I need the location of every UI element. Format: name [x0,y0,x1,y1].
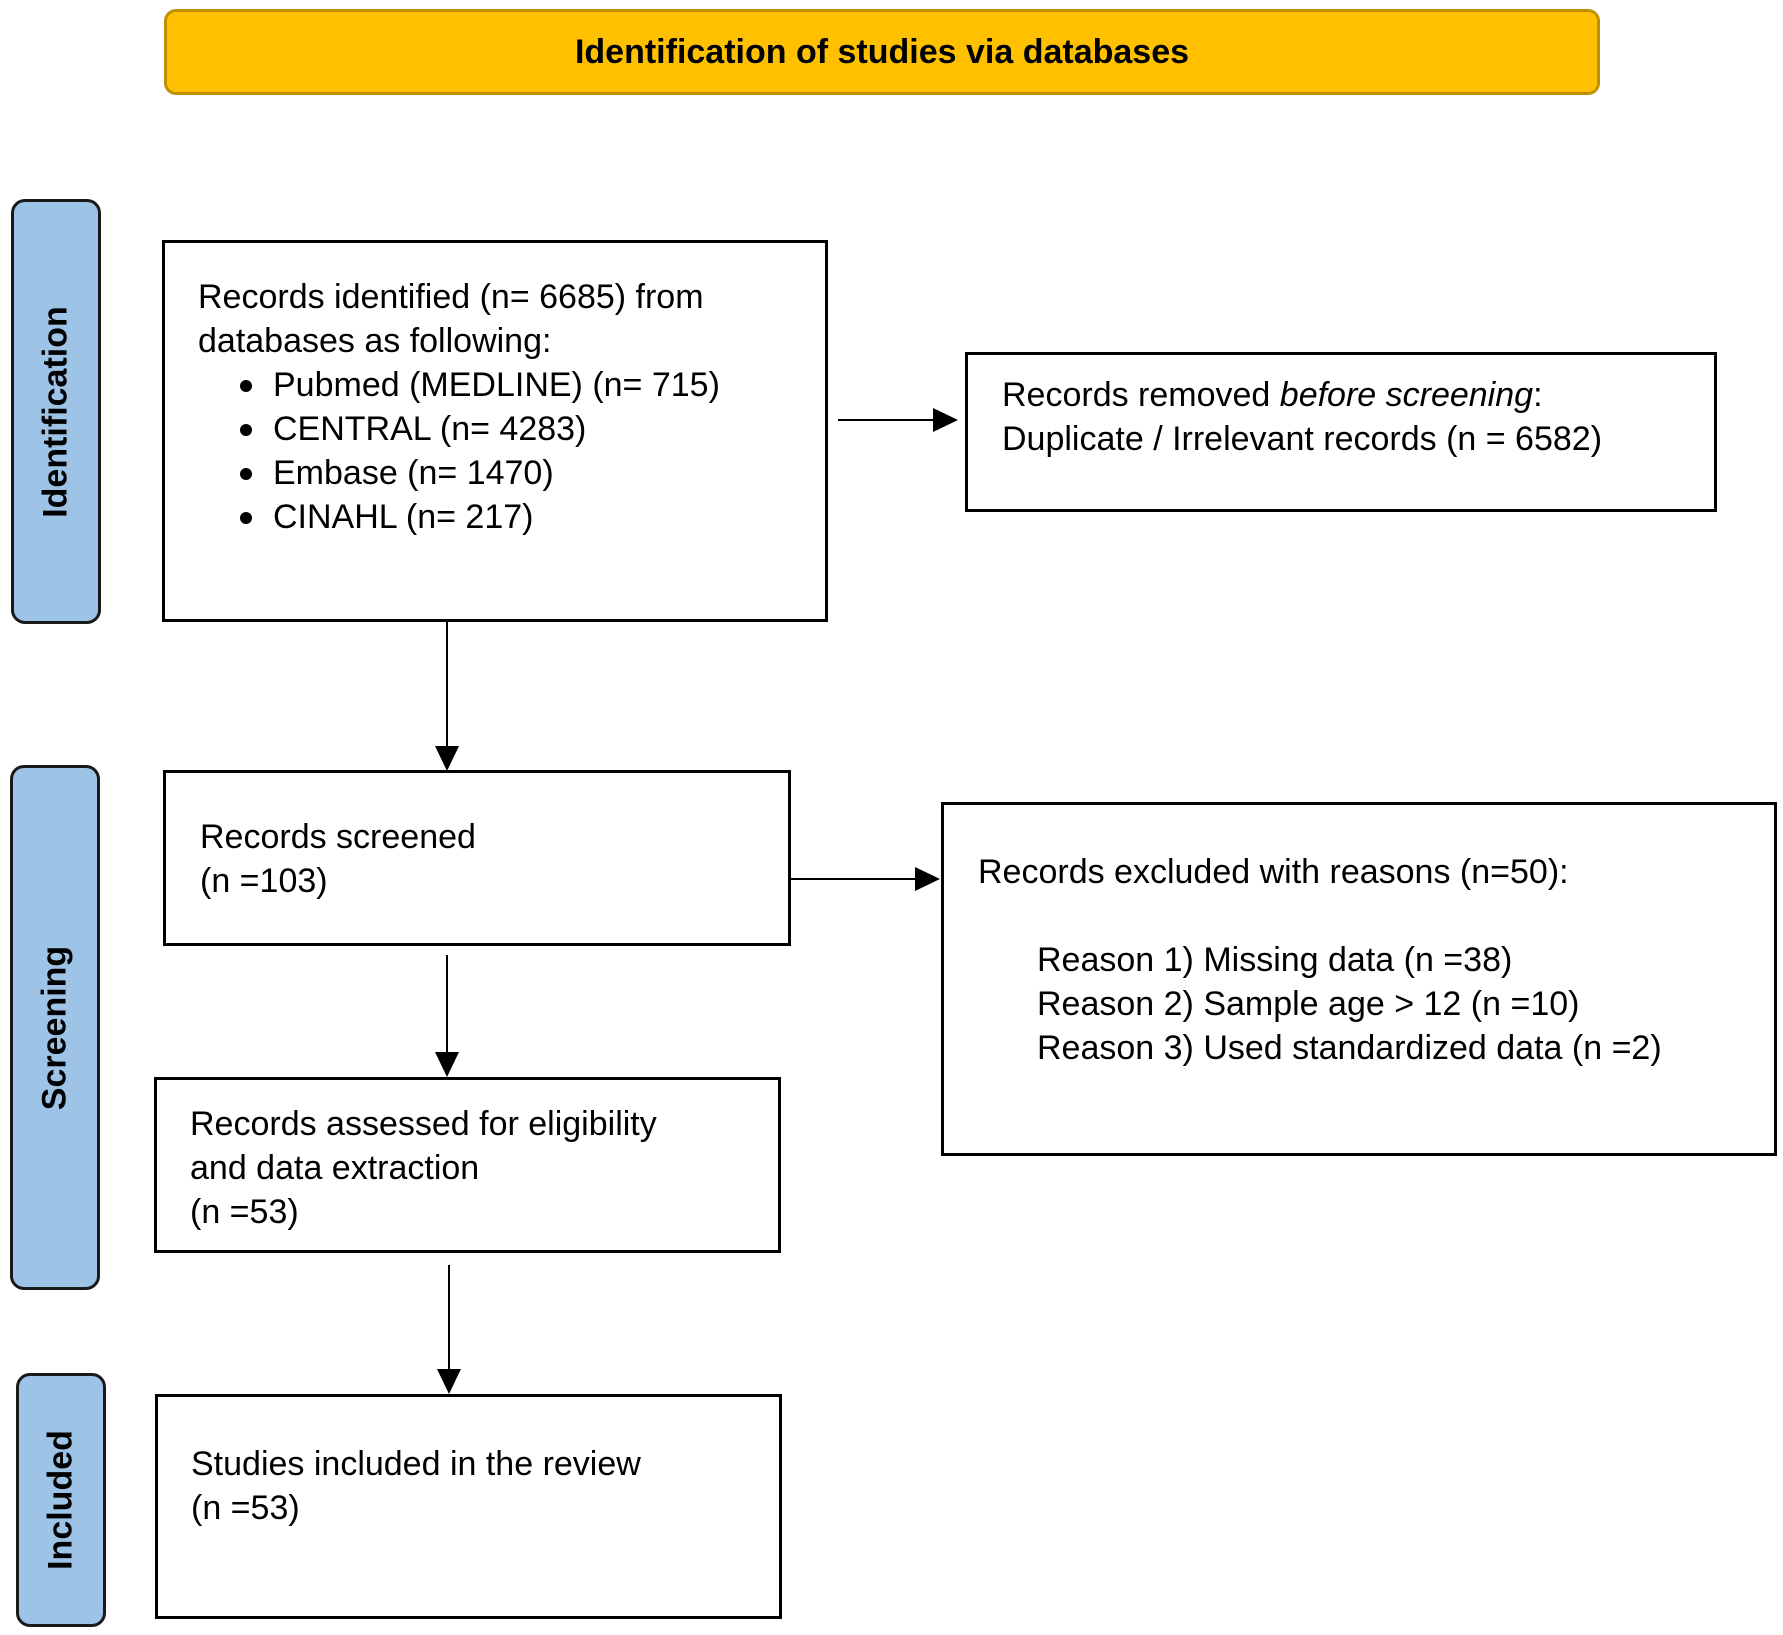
exclusion-reason: Reason 3) Used standardized data (n =2) [1037,1029,1662,1067]
arrowhead-down [435,746,459,771]
eligibility-line2: and data extraction [190,1149,480,1187]
phase-identification: Identification [11,199,101,624]
eligibility-line1: Records assessed for eligibility [190,1105,657,1143]
identified-line1: Records identified (n= 6685) from [198,278,704,316]
records-excluded-box: Records excluded with reasons (n=50): Re… [941,802,1777,1156]
removed-line1: Records removed before screening: [1002,373,1714,417]
phase-screening: Screening [10,765,100,1290]
included-line1: Studies included in the review [191,1445,641,1483]
identified-line2: databases as following: [198,322,552,360]
arrowhead-down [435,1052,459,1077]
arrowhead-right [915,867,940,891]
excluded-line1: Records excluded with reasons (n=50): [978,853,1569,891]
screened-line2: (n =103) [200,862,328,900]
eligibility-line3: (n =53) [190,1193,299,1231]
phase-included: Included [16,1373,106,1627]
exclusion-reasons: Reason 1) Missing data (n =38) Reason 2)… [978,938,1774,1070]
included-box: Studies included in the review (n =53) [155,1394,782,1619]
exclusion-reason: Reason 2) Sample age > 12 (n =10) [1037,985,1580,1023]
database-list: Pubmed (MEDLINE) (n= 715) CENTRAL (n= 42… [198,363,825,539]
database-item: CINAHL (n= 217) [240,495,825,539]
removed-line2: Duplicate / Irrelevant records (n = 6582… [1002,420,1603,458]
exclusion-reason: Reason 1) Missing data (n =38) [1037,941,1513,979]
removed-emphasis: before screening [1279,376,1534,414]
included-line2: (n =53) [191,1489,300,1527]
records-removed-box: Records removed before screening: Duplic… [965,352,1717,512]
database-item: Embase (n= 1470) [240,451,825,495]
header-title: Identification of studies via databases [574,32,1190,71]
records-identified-box: Records identified (n= 6685) from databa… [162,240,828,622]
arrowhead-right [933,408,958,432]
removed-prefix: Records removed [1002,376,1280,414]
eligibility-box: Records assessed for eligibility and dat… [154,1077,781,1253]
screened-line1: Records screened [200,818,476,856]
database-item: Pubmed (MEDLINE) (n= 715) [240,363,825,407]
records-screened-box: Records screened (n =103) [163,770,791,946]
removed-suffix: : [1533,376,1543,414]
arrowhead-down [437,1369,461,1394]
database-item: CENTRAL (n= 4283) [240,407,825,451]
header-banner: Identification of studies via databases [164,9,1600,95]
